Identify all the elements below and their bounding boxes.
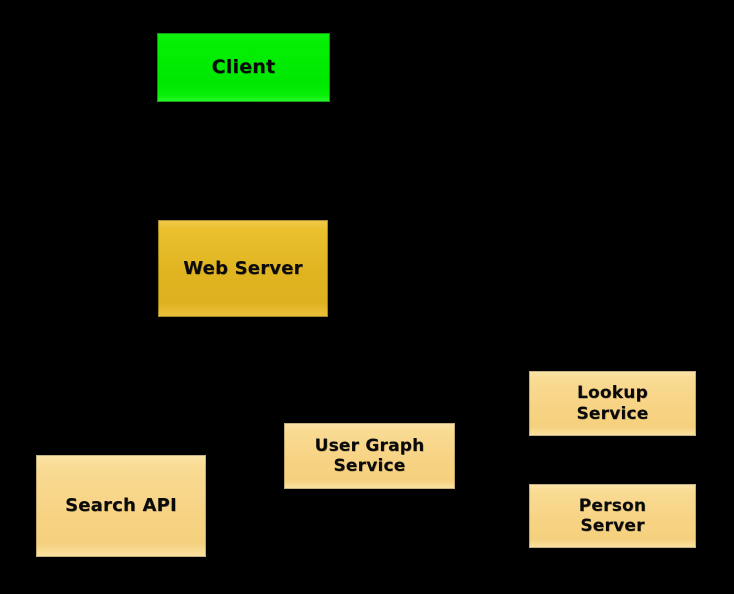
node-web-server-label: Web Server (183, 257, 303, 279)
node-client-label: Client (211, 56, 276, 79)
node-search-api-label: Search API (65, 495, 177, 517)
node-web-server[interactable]: Web Server (158, 220, 328, 317)
node-client[interactable]: Client (157, 33, 330, 102)
node-lookup-service-label: Lookup Service (576, 383, 649, 424)
node-user-graph-service[interactable]: User Graph Service (284, 423, 455, 489)
node-lookup-service[interactable]: Lookup Service (529, 371, 696, 436)
node-person-server-label: Person Server (578, 495, 647, 536)
node-user-graph-service-label: User Graph Service (314, 435, 425, 476)
node-search-api[interactable]: Search API (36, 455, 206, 557)
node-person-server[interactable]: Person Server (529, 484, 696, 548)
